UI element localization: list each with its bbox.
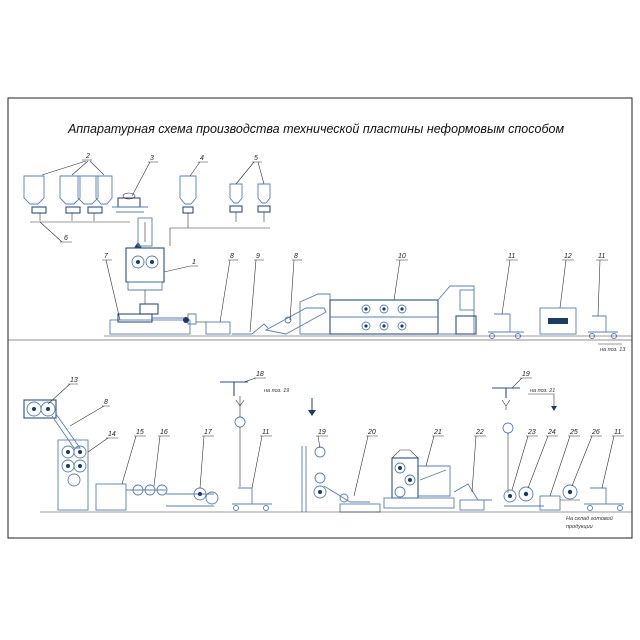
note-warehouse-line2: продукции <box>566 524 593 530</box>
label-25: 25 <box>569 429 578 436</box>
rubber-mixer-1 <box>125 217 165 304</box>
label-10: 10 <box>398 253 406 260</box>
label-1: 1 <box>192 259 196 266</box>
roll-26 <box>560 484 580 501</box>
hopper-group-2 <box>23 175 130 223</box>
stacker-12 <box>539 307 577 335</box>
label-3: 3 <box>150 155 154 162</box>
label-15: 15 <box>136 429 144 436</box>
label-14: 14 <box>108 431 116 438</box>
label-8c: 8 <box>104 399 108 406</box>
top-equipment <box>23 175 632 339</box>
label-16: 16 <box>160 429 168 436</box>
label-11c: 11 <box>262 429 269 436</box>
label-19b: 19 <box>522 371 530 378</box>
extruder-7 <box>109 303 197 335</box>
label-4: 4 <box>200 155 204 162</box>
inclined-conveyor-8 <box>264 307 327 335</box>
top-labels: 2 3 4 5 6 7 1 8 9 8 10 11 12 11 на поз. … <box>39 153 626 353</box>
hopper-4 <box>179 175 197 214</box>
label-11b: 11 <box>598 253 605 260</box>
bottom-labels: 13 8 14 15 16 17 18 на поз. 19 11 19 20 … <box>47 371 624 530</box>
label-26: 26 <box>591 429 600 436</box>
inclined-conveyor-8-bottom <box>51 413 81 449</box>
cart-11-top <box>488 313 524 339</box>
table-25 <box>539 495 561 511</box>
label-11a: 11 <box>508 253 515 260</box>
conveyor-22 <box>453 483 492 511</box>
label-20: 20 <box>367 429 376 436</box>
diagram-title: Аппаратурная схема производства техничес… <box>67 122 564 136</box>
label-24: 24 <box>547 429 556 436</box>
hoist-18-left <box>220 381 248 487</box>
label-21: 21 <box>433 429 442 436</box>
label-22: 22 <box>475 429 484 436</box>
label-2: 2 <box>85 153 90 160</box>
label-17: 17 <box>204 429 213 436</box>
note-to-pos-21: на поз. 21 <box>530 388 555 394</box>
label-12: 12 <box>564 253 572 260</box>
dosing-unit-3 <box>112 192 148 213</box>
hopper-group-5 <box>229 183 271 222</box>
conveyor-9 <box>232 323 269 335</box>
hoist-19-right <box>492 387 520 493</box>
label-7: 7 <box>104 253 109 260</box>
label-5: 5 <box>254 155 258 162</box>
conveyor-20 <box>323 485 381 513</box>
label-23: 23 <box>527 429 536 436</box>
bottom-equipment <box>23 381 632 513</box>
cooling-drum-column <box>57 439 89 511</box>
cutting-machine-21 <box>383 449 455 509</box>
winding-23-24 <box>503 486 544 507</box>
cart-11-far-right <box>584 487 624 511</box>
label-9: 9 <box>256 253 260 260</box>
label-6: 6 <box>64 235 68 242</box>
note-to-pos-19: на поз. 19 <box>264 388 289 394</box>
cart-11-right <box>588 315 618 339</box>
drawing-frame <box>7 97 633 539</box>
winding-column-19 <box>301 446 327 512</box>
vulcanizer-10 <box>299 285 477 335</box>
vulcanizer-rollers <box>361 304 407 331</box>
label-8a: 8 <box>230 253 234 260</box>
unwind-stand-13 <box>23 399 57 419</box>
conveyor-17 <box>166 487 219 507</box>
note-warehouse-line1: На склад готовой <box>566 515 613 522</box>
label-13: 13 <box>70 377 78 384</box>
roller-table-15 <box>95 483 168 511</box>
note-to-pos-13: на поз. 13 <box>600 347 626 353</box>
label-18: 18 <box>256 371 264 378</box>
calender-6 <box>196 321 231 335</box>
label-19a: 19 <box>318 429 326 436</box>
label-8b: 8 <box>294 253 298 260</box>
cart-11-bottom <box>232 487 272 511</box>
label-11d: 11 <box>614 429 621 436</box>
